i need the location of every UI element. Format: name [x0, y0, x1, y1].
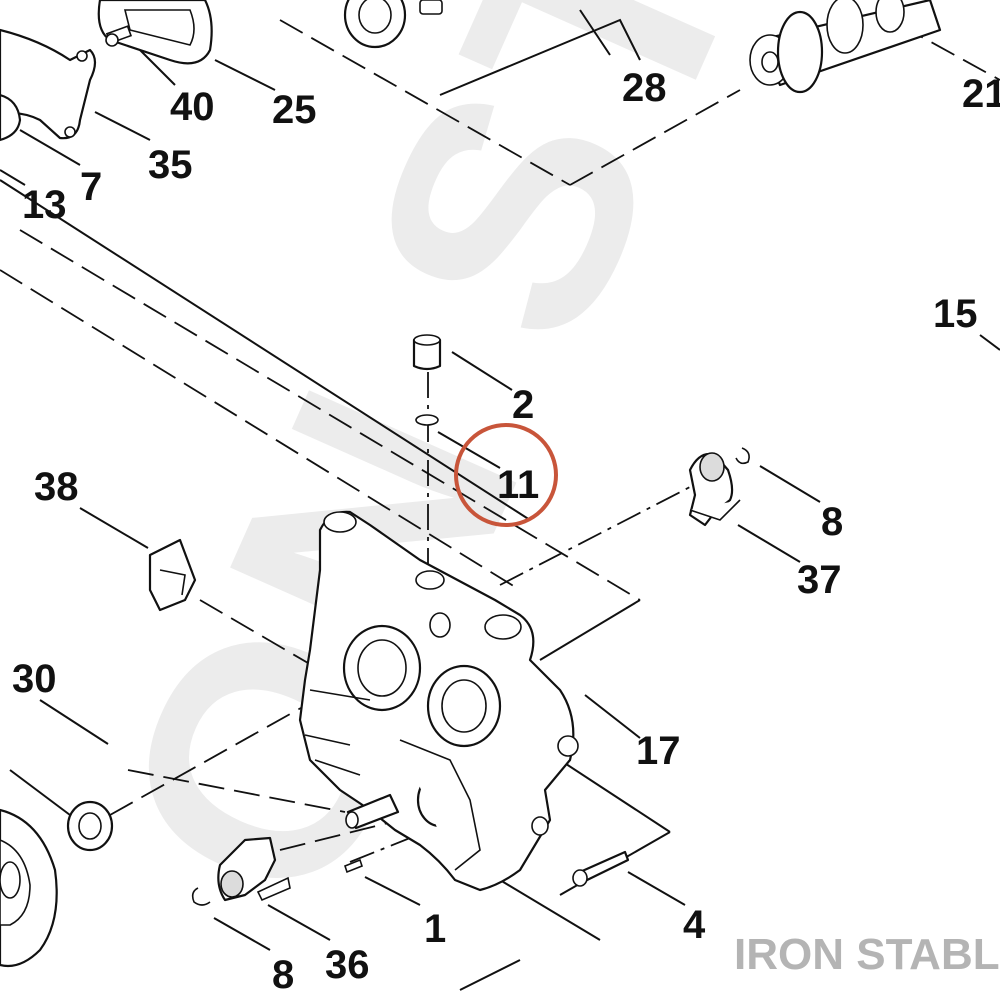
clip-part-b	[191, 887, 211, 906]
callout-36: 36	[325, 943, 370, 987]
callout-8-lower: 8	[272, 953, 294, 997]
cover-part	[97, 0, 213, 65]
chain-guide-part	[148, 538, 197, 612]
callout-21: 21	[962, 72, 1000, 116]
highlight-circle	[454, 423, 558, 527]
callout-13: 13	[22, 183, 67, 227]
seal-part	[66, 800, 114, 852]
callout-8-upper: 8	[821, 500, 843, 544]
callout-1: 1	[424, 907, 446, 951]
callout-28: 28	[622, 66, 667, 110]
tensioner-part	[688, 452, 741, 527]
callout-17: 17	[636, 729, 681, 773]
dowel-pin-part	[344, 858, 363, 874]
callout-11: 11	[497, 463, 539, 507]
brand-logo: IRON STABLE	[734, 930, 1000, 979]
callout-2: 2	[512, 383, 534, 427]
callout-38: 38	[34, 465, 79, 509]
callout-30: 30	[12, 657, 57, 701]
bolt-part	[105, 25, 133, 47]
o-ring-part	[415, 414, 439, 426]
camshaft-part	[749, 0, 942, 94]
bearing-part	[343, 0, 443, 49]
lower-tensioner-part	[217, 836, 291, 902]
callout-25: 25	[272, 88, 317, 132]
plug-part	[412, 334, 442, 371]
pump-bolt-part	[572, 850, 630, 887]
bracket-part	[0, 28, 97, 142]
pump-shaft-part	[345, 793, 400, 830]
gear-part	[0, 808, 58, 968]
callout-35: 35	[148, 143, 193, 187]
clip-part-a	[735, 447, 750, 465]
oil-pump-body	[298, 510, 579, 892]
callout-37: 37	[797, 558, 842, 602]
callout-4: 4	[683, 903, 706, 947]
callout-7: 7	[80, 165, 102, 209]
callout-15: 15	[933, 292, 978, 336]
callout-40: 40	[170, 85, 215, 129]
